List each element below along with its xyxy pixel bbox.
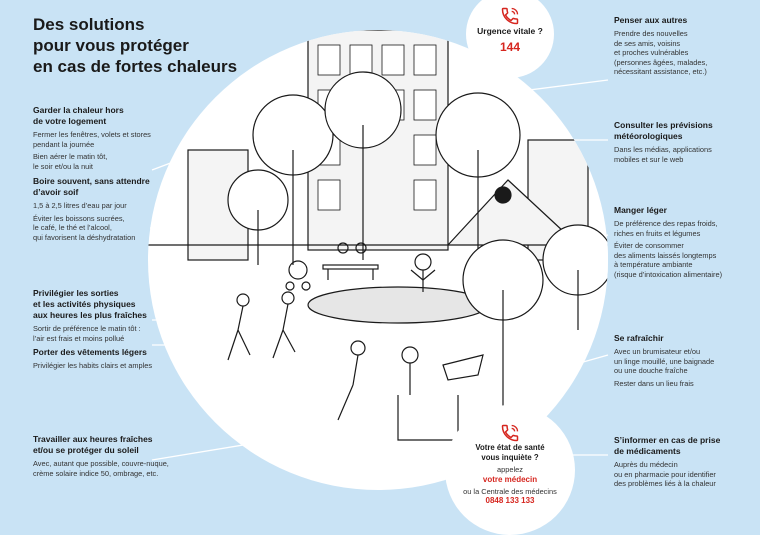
tip-weather-forecast: Consulter les prévisions météorologiques… xyxy=(614,120,713,164)
phone-icon xyxy=(501,7,519,25)
emergency-bubble: Urgence vitale ? 144 xyxy=(466,0,554,78)
tip-medication-info: S’informer en cas de prise de médicament… xyxy=(614,435,721,488)
doctor-bubble: Votre état de santé vous inquiète ? appe… xyxy=(445,405,575,535)
tip-think-of-others: Penser aux autres Prendre des nouvelles … xyxy=(614,15,708,76)
emergency-number[interactable]: 144 xyxy=(499,40,521,54)
tip-cool-down: Se rafraîchir Avec un brumisateur et/ou … xyxy=(614,333,715,388)
tip-light-clothing: Porter des vêtements légers Privilégier … xyxy=(33,347,153,370)
page-title: Des solutions pour vous protéger en cas … xyxy=(33,15,238,76)
tip-work-cool-hours: Travailler aux heures fraîches et/ou se … xyxy=(33,434,169,478)
phone-icon xyxy=(501,424,519,442)
doctor-link[interactable]: votre médecin xyxy=(482,474,538,484)
tip-drink-often: Boire souvent, sans attendre d’avoir soi… xyxy=(33,176,150,242)
tip-cool-hours-activities: Privilégier les sorties et les activités… xyxy=(33,288,147,343)
doctor-centre-number[interactable]: 0848 133 133 xyxy=(485,496,535,505)
tip-keep-heat-out: Garder la chaleur hors de votre logement… xyxy=(33,105,151,171)
tip-eat-light: Manger léger De préférence des repas fro… xyxy=(614,205,723,279)
heatwave-illustration xyxy=(148,30,608,441)
